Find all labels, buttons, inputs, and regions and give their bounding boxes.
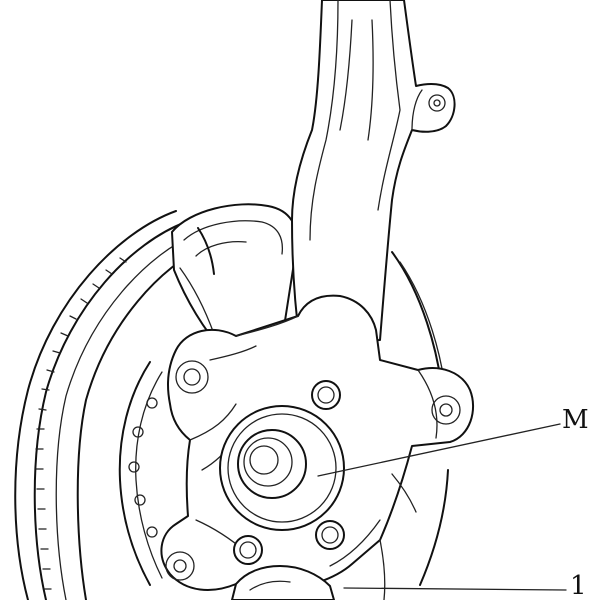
mounting-bolts: [233, 380, 345, 565]
caliper-shield: [171, 203, 298, 353]
disc-vent-slots: [35, 257, 127, 590]
callout-label-m: M: [562, 405, 589, 435]
hub-bearing: [219, 405, 345, 531]
bolt-lower-left: [233, 535, 263, 565]
bolt-right: [315, 520, 345, 550]
callout-m: M: [317, 405, 589, 477]
knuckle-lower-section: [231, 539, 386, 600]
callout-label-1: 1: [570, 571, 587, 600]
brake-disc: [14, 210, 449, 600]
callout-1: 1: [343, 571, 587, 600]
bolt-upper: [311, 380, 341, 410]
knuckle-upper-arm: [291, 0, 456, 345]
